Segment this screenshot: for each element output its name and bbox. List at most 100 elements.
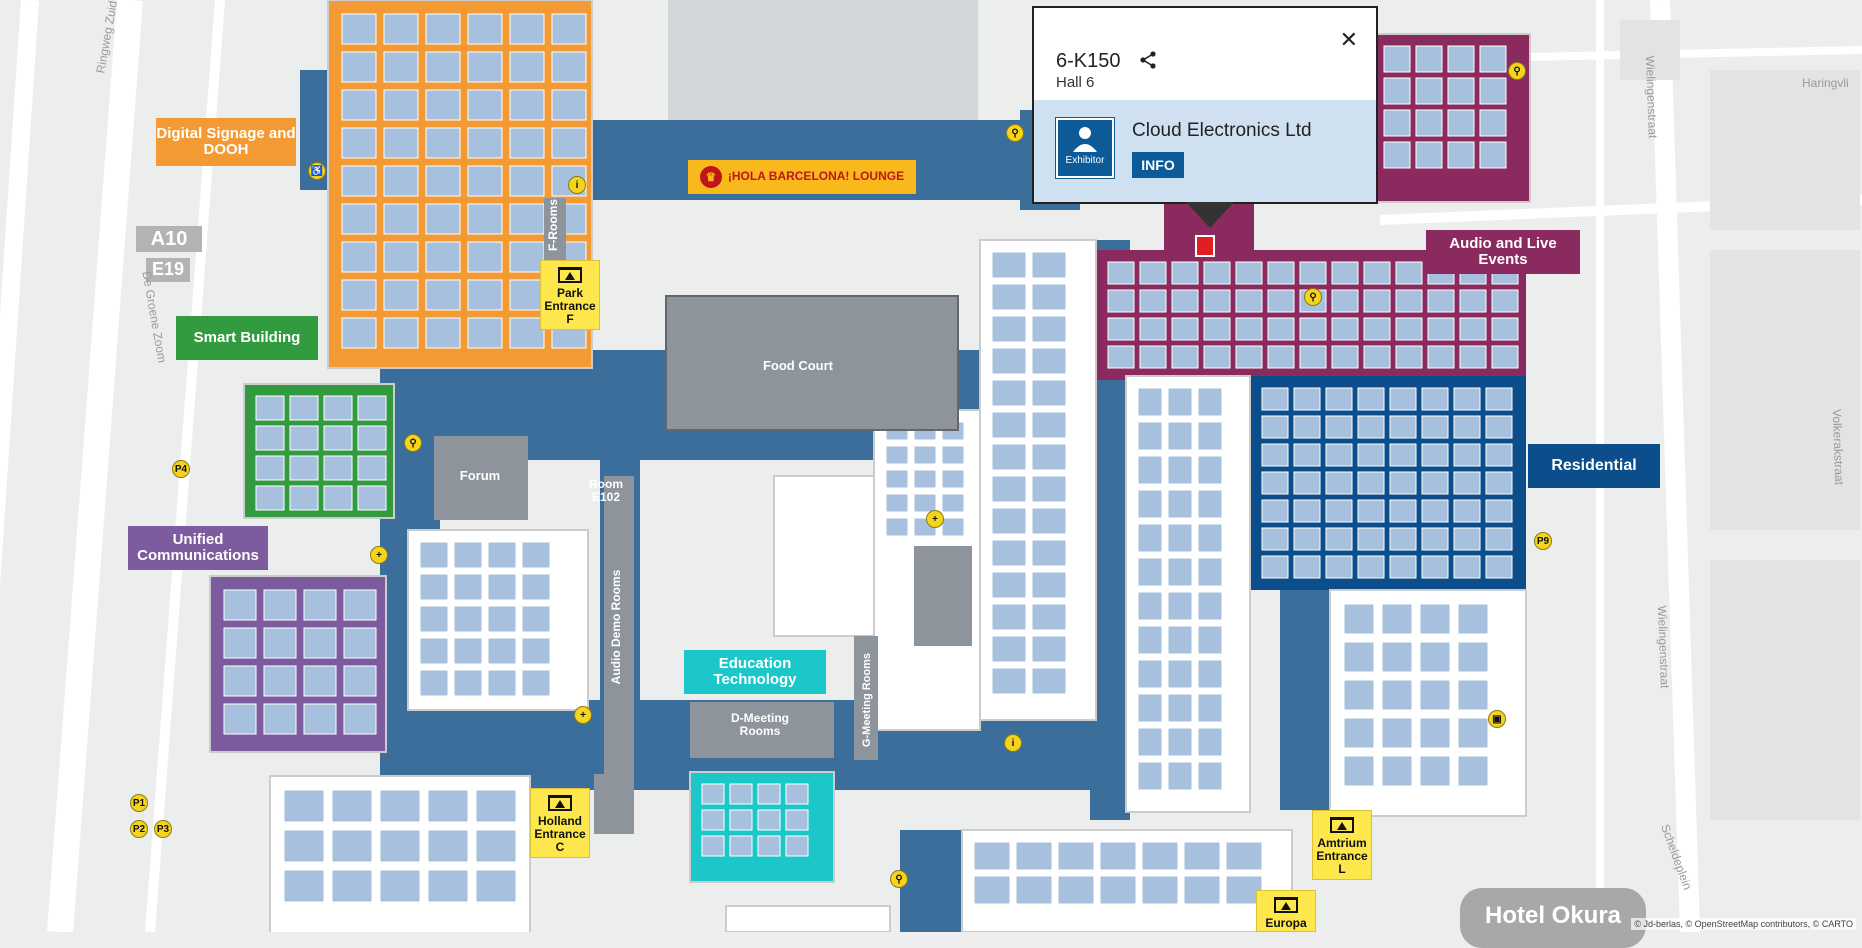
booth[interactable] [1267,289,1295,313]
booth[interactable] [383,203,419,235]
booth[interactable] [1167,557,1193,587]
booth[interactable] [1453,499,1481,523]
booth[interactable] [509,127,545,159]
booth[interactable] [1395,289,1423,313]
zone-smart-building[interactable]: Smart Building [176,316,318,360]
booth[interactable] [1421,555,1449,579]
booth[interactable] [991,411,1027,439]
booth[interactable] [1031,347,1067,375]
booth[interactable] [283,789,325,823]
booth[interactable] [1427,317,1455,341]
booth[interactable] [255,455,285,481]
booth[interactable] [1389,415,1417,439]
booth[interactable] [263,665,297,697]
booth[interactable] [991,603,1027,631]
booth[interactable] [1261,555,1289,579]
booth[interactable] [1419,717,1451,749]
booth[interactable] [487,605,517,633]
booth[interactable] [1343,717,1375,749]
booth[interactable] [1419,603,1451,635]
booth[interactable] [1459,317,1487,341]
booth[interactable] [341,241,377,273]
booth[interactable] [1419,641,1451,673]
booth[interactable] [1031,667,1067,695]
booth[interactable] [383,279,419,311]
booth[interactable] [1183,875,1221,905]
booth[interactable] [1293,499,1321,523]
booth[interactable] [1427,345,1455,369]
booth[interactable] [383,13,419,45]
booth[interactable] [991,507,1027,535]
booth[interactable] [383,165,419,197]
booth[interactable] [427,829,469,863]
booth[interactable] [341,203,377,235]
booth[interactable] [1031,635,1067,663]
booth[interactable] [1479,109,1507,137]
booth[interactable] [885,517,909,537]
booth[interactable] [1137,455,1163,485]
parking-p9[interactable]: P9 [1534,532,1552,550]
booth[interactable] [283,869,325,903]
booth[interactable] [1137,421,1163,451]
booth[interactable] [425,127,461,159]
booth[interactable] [1031,443,1067,471]
zone-digital-signage[interactable]: Digital Signage and DOOH [156,118,296,166]
booth[interactable] [341,279,377,311]
booth[interactable] [1137,591,1163,621]
booth[interactable] [1293,443,1321,467]
booth[interactable] [283,829,325,863]
booth[interactable] [1491,317,1519,341]
booth[interactable] [1453,387,1481,411]
booth[interactable] [1235,289,1263,313]
booth[interactable] [1235,345,1263,369]
booth[interactable] [1389,555,1417,579]
booth[interactable] [323,485,353,511]
booth[interactable] [331,789,373,823]
booth[interactable] [1389,471,1417,495]
booth[interactable] [453,669,483,697]
booth[interactable] [1137,727,1163,757]
share-icon[interactable] [1138,50,1158,70]
room-g-meeting[interactable]: G-Meeting Rooms [861,652,873,748]
booth[interactable] [303,703,337,735]
booth[interactable] [343,703,377,735]
booth[interactable] [1167,489,1193,519]
room-food-court[interactable]: Food Court [762,358,834,373]
booth[interactable] [255,485,285,511]
booth[interactable] [223,665,257,697]
booth[interactable] [1137,489,1163,519]
booth[interactable] [453,605,483,633]
booth[interactable] [1261,527,1289,551]
booth[interactable] [1325,443,1353,467]
booth[interactable] [383,89,419,121]
booth[interactable] [1167,727,1193,757]
booth[interactable] [419,573,449,601]
booth[interactable] [1261,387,1289,411]
booth[interactable] [913,469,937,489]
booth[interactable] [467,203,503,235]
booth[interactable] [1485,443,1513,467]
booth[interactable] [303,665,337,697]
booth[interactable] [1343,603,1375,635]
booth[interactable] [913,493,937,513]
booth[interactable] [1267,317,1295,341]
booth[interactable] [487,637,517,665]
booth[interactable] [1299,261,1327,285]
booth[interactable] [1357,555,1385,579]
booth[interactable] [425,279,461,311]
booth[interactable] [991,667,1027,695]
booth[interactable] [521,573,551,601]
booth[interactable] [1099,875,1137,905]
zone-audio-live-events[interactable]: Audio and Live Events [1426,230,1580,274]
booth[interactable] [1167,387,1193,417]
booth[interactable] [729,783,753,805]
booth[interactable] [1389,443,1417,467]
booth[interactable] [521,637,551,665]
entrance-europa[interactable]: Europa [1256,890,1316,932]
booth[interactable] [521,541,551,569]
booth[interactable] [1453,415,1481,439]
booth[interactable] [467,51,503,83]
booth[interactable] [255,395,285,421]
booth[interactable] [1137,387,1163,417]
booth[interactable] [1267,261,1295,285]
